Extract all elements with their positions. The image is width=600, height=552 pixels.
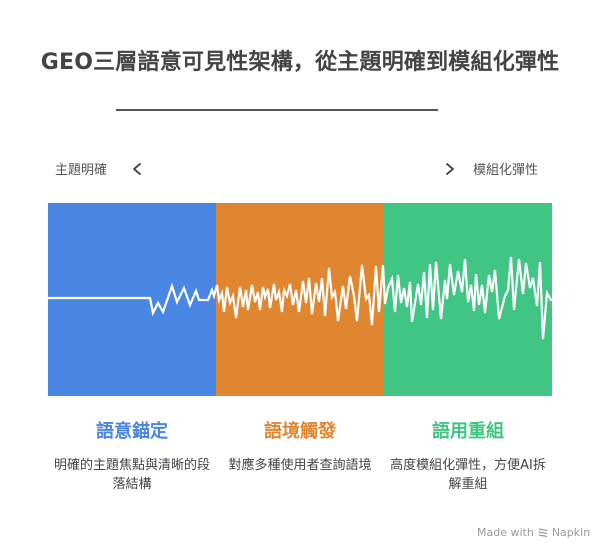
- stage-band-recombination: [384, 203, 552, 396]
- axis-label-left: 主題明確: [55, 163, 108, 178]
- stage-band-anchoring: [48, 203, 216, 396]
- chevron-right-icon: [446, 163, 454, 175]
- stage-band-context: [216, 203, 384, 396]
- chevron-left-icon: [133, 163, 141, 175]
- stage-column-context: 語境觸發 對應多種使用者查詢語境: [216, 420, 384, 475]
- stage-description: 對應多種使用者查詢語境: [228, 458, 372, 473]
- stage-title: 語意錨定: [96, 421, 168, 442]
- title-underline: [116, 109, 438, 111]
- napkin-logo-icon: [538, 527, 547, 537]
- napkin-attribution[interactable]: Made with Napkin: [477, 526, 590, 539]
- napkin-brand: Napkin: [551, 526, 591, 539]
- stage-column-anchoring: 語意錨定 明確的主題焦點與清晰的段落結構: [48, 420, 216, 494]
- stage-column-recombination: 語用重組 高度模組化彈性，方便AI拆解重組: [384, 420, 552, 494]
- axis-label-right: 模組化彈性: [473, 163, 539, 178]
- stage-description: 高度模組化彈性，方便AI拆解重組: [390, 458, 546, 492]
- stage-title: 語境觸發: [264, 421, 336, 442]
- stage-title: 語用重組: [432, 421, 504, 442]
- page-title: GEO三層語意可見性架構，從主題明確到模組化彈性: [40, 50, 560, 75]
- made-with-label: Made with: [477, 526, 534, 539]
- stage-description: 明確的主題焦點與清晰的段落結構: [54, 458, 211, 492]
